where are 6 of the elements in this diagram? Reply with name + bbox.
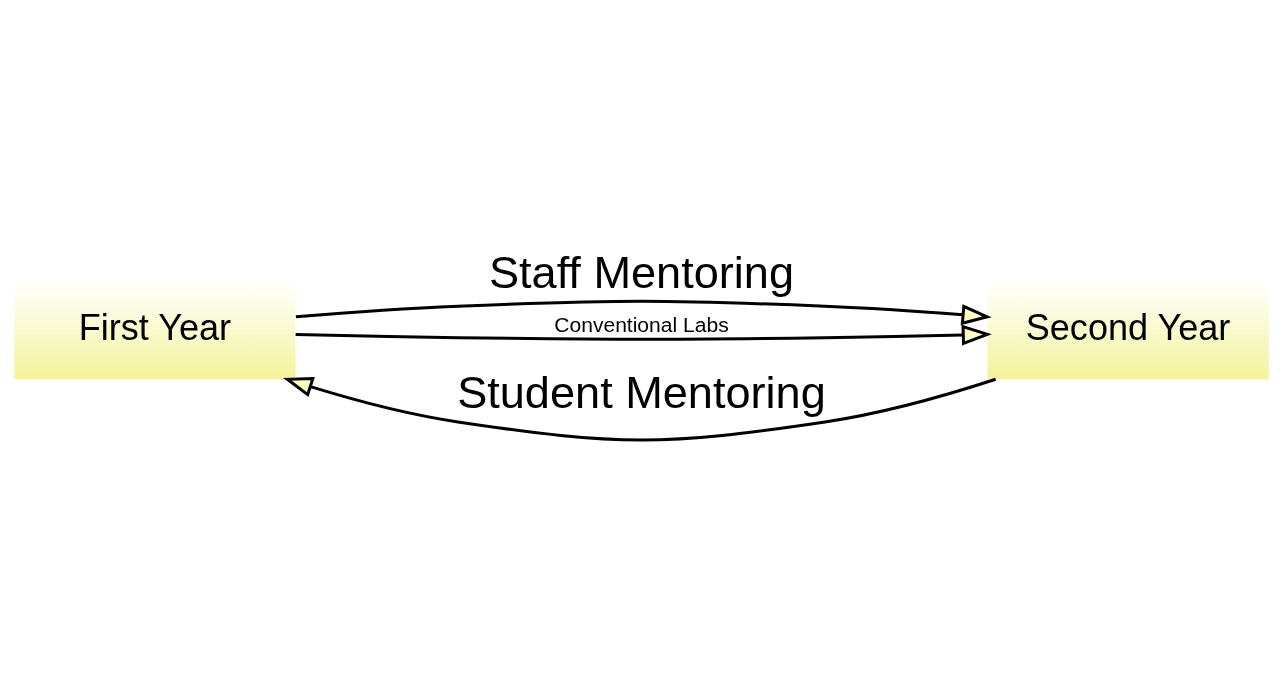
edge-label: Conventional Labs — [554, 313, 729, 337]
arrow — [295, 299, 992, 326]
edge-label: Staff Mentoring — [488, 247, 795, 299]
edge-label: Student Mentoring — [457, 367, 826, 419]
arrow — [295, 324, 992, 346]
arrow — [283, 377, 997, 442]
